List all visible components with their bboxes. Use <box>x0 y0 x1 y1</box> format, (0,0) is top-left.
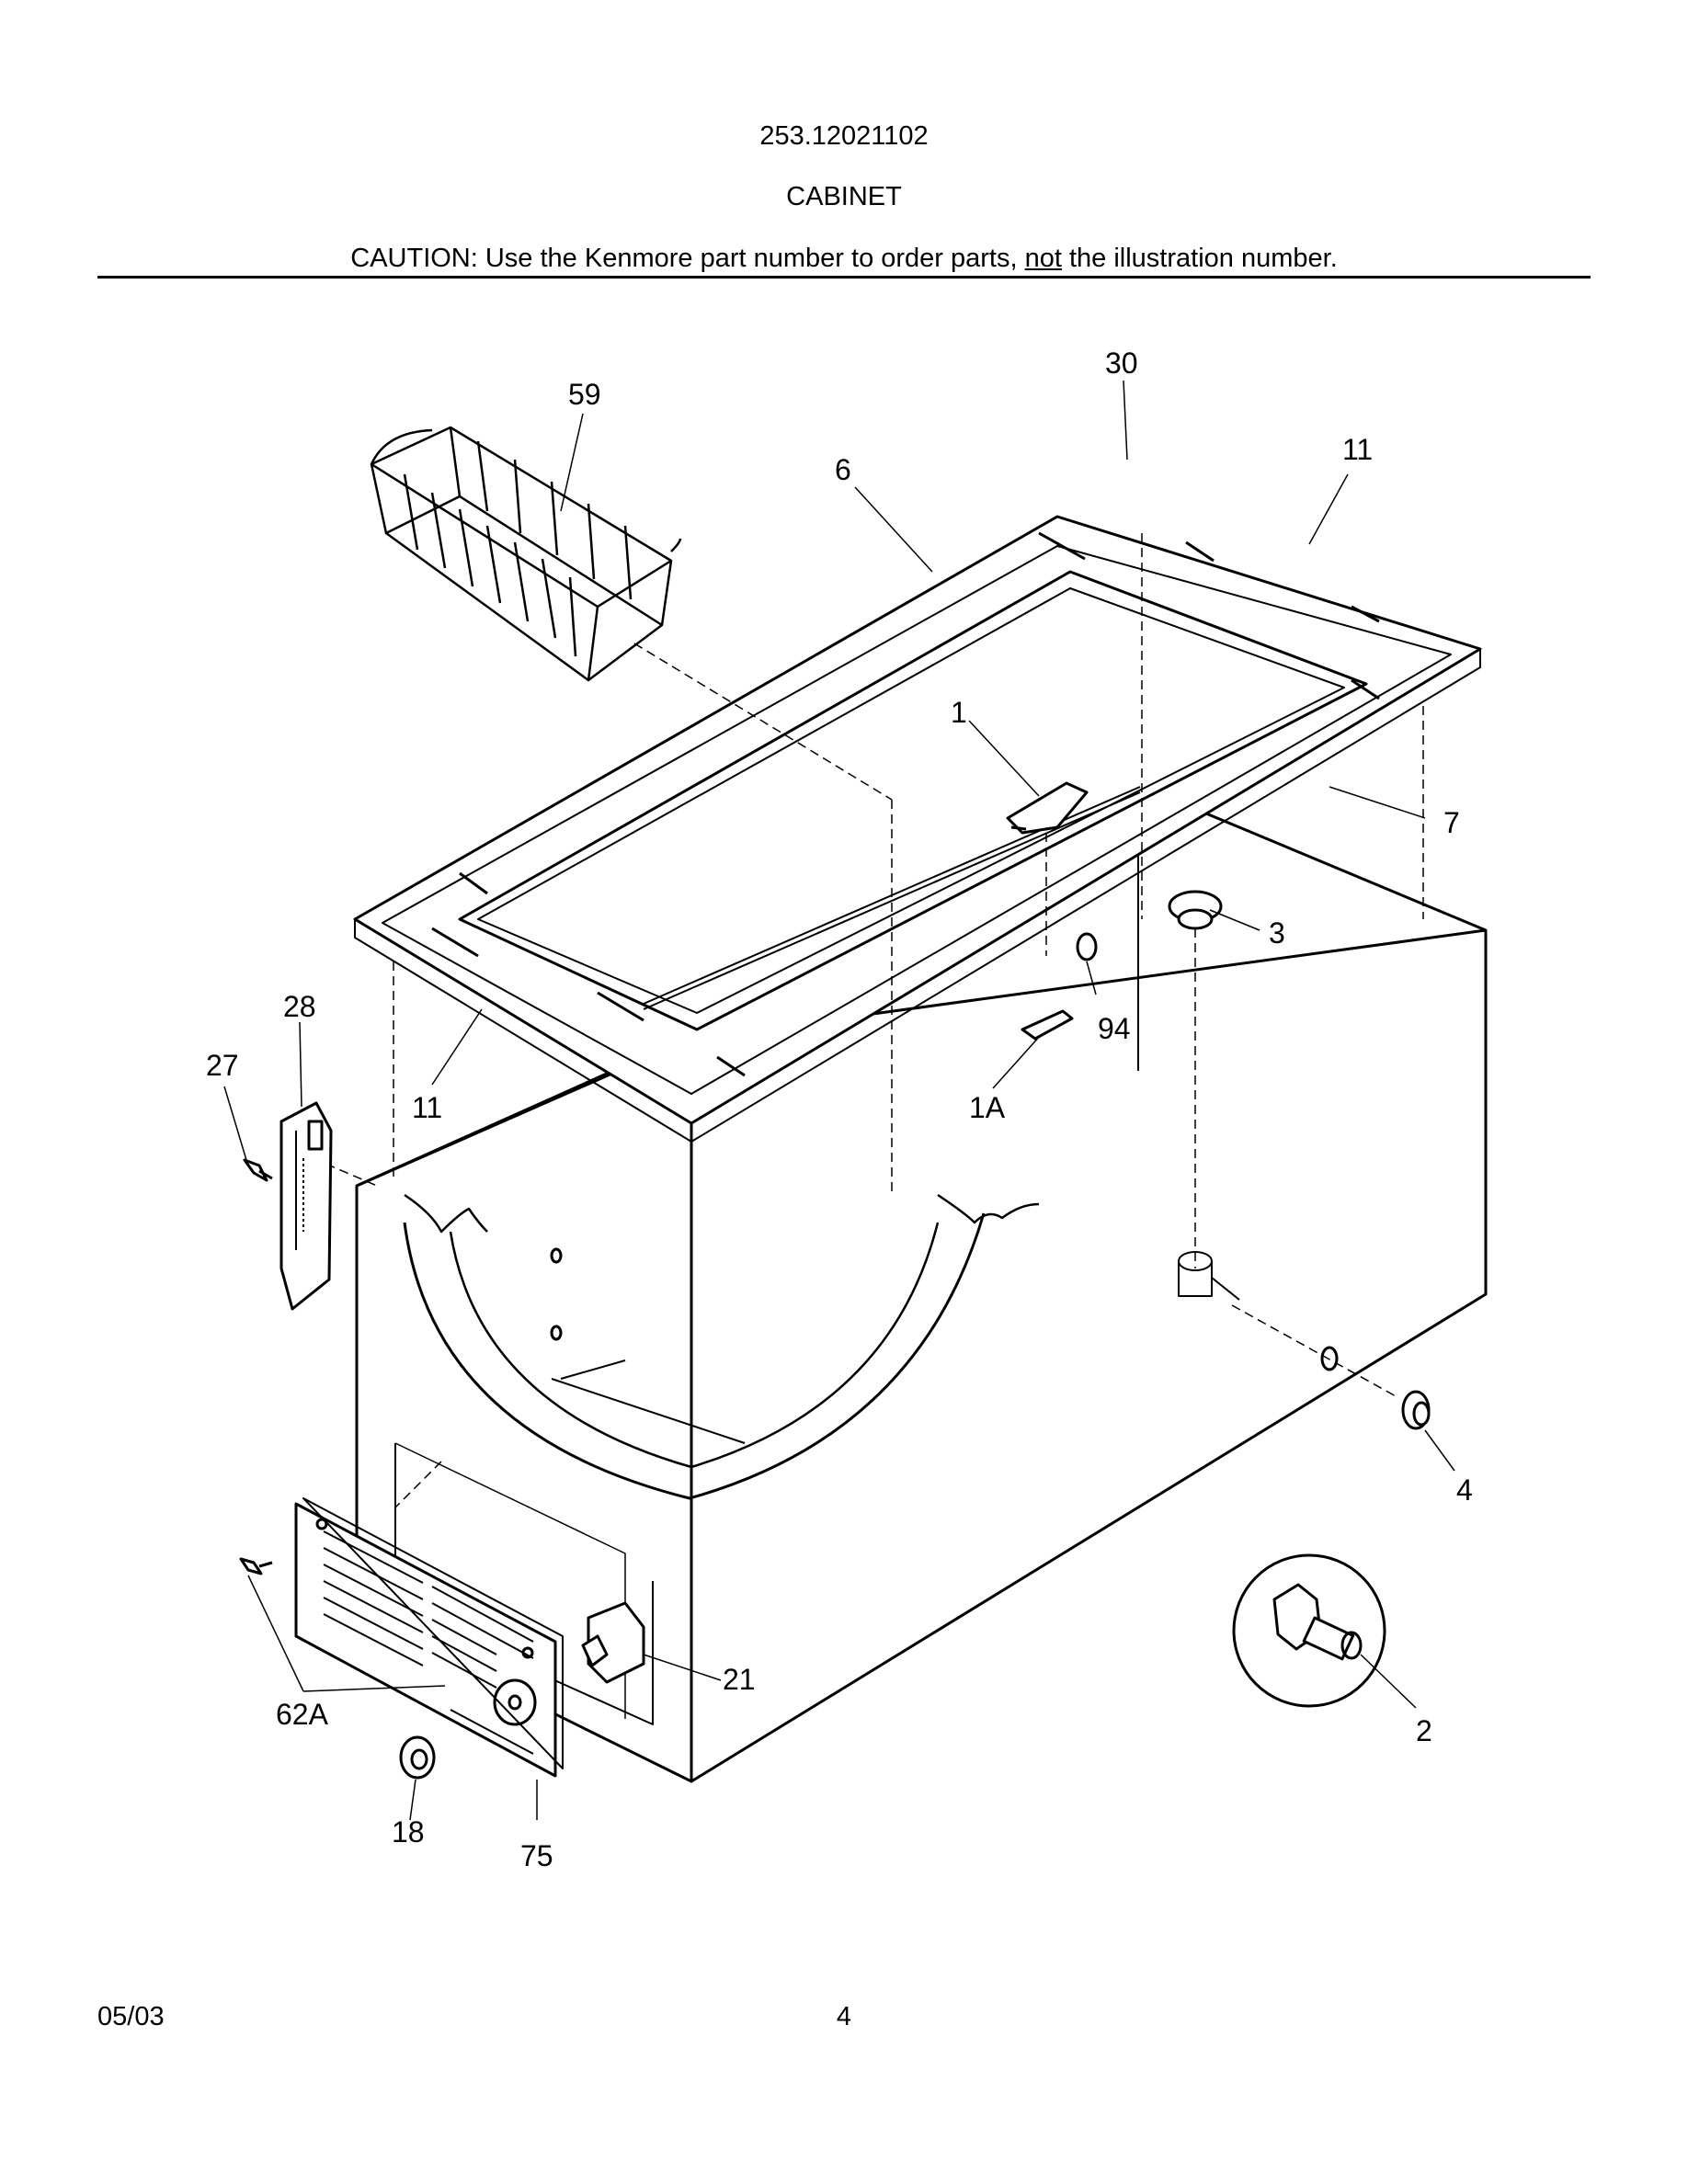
callout-6: 6 <box>835 453 851 486</box>
callout-18: 18 <box>392 1815 425 1848</box>
callout-62A: 62A <box>276 1698 329 1731</box>
part-21-thermostat <box>581 1601 645 1684</box>
part-94-plug <box>1076 932 1098 961</box>
callout-75: 75 <box>520 1839 553 1872</box>
callout-28: 28 <box>283 990 316 1023</box>
callout-labels: 59 30 6 11 1 7 3 28 94 27 11 1A 4 21 2 6… <box>206 347 1473 1872</box>
lid-gasket-frame <box>353 515 1482 1143</box>
part-18-knob <box>399 1735 436 1780</box>
section-title: CABINET <box>786 182 902 211</box>
caution-prefix: CAUTION: Use the Kenmore part number to … <box>350 244 1025 273</box>
drain-tube <box>1178 1251 1240 1301</box>
caution-underlined: not <box>1024 244 1062 273</box>
part-2-fitting <box>1232 1553 1386 1708</box>
callout-1A: 1A <box>969 1091 1006 1124</box>
part-1A-clip <box>1021 1009 1074 1041</box>
callout-21: 21 <box>723 1663 756 1696</box>
callout-7: 7 <box>1443 806 1460 839</box>
basket <box>370 426 682 682</box>
callout-94: 94 <box>1098 1012 1131 1045</box>
footer-date: 05/03 <box>97 2002 165 2031</box>
callout-59: 59 <box>568 378 601 411</box>
model-number: 253.12021102 <box>759 121 929 151</box>
footer-page-number: 4 <box>836 2002 852 2031</box>
part-28-hinge <box>279 1101 333 1311</box>
part-3-drain-plug <box>1168 890 1223 930</box>
caution-notice: CAUTION: Use the Kenmore part number to … <box>0 244 1688 274</box>
callout-2: 2 <box>1416 1714 1432 1747</box>
caution-suffix: the illustration number. <box>1061 244 1338 273</box>
callout-4: 4 <box>1456 1473 1473 1507</box>
header-rule <box>97 276 1591 279</box>
callout-3: 3 <box>1269 916 1285 950</box>
callout-11-top: 11 <box>1342 433 1373 466</box>
leader-lines <box>223 380 1455 1821</box>
callout-27: 27 <box>206 1049 239 1082</box>
callout-1: 1 <box>951 696 967 729</box>
callout-30: 30 <box>1105 347 1138 380</box>
callout-11-left: 11 <box>412 1091 442 1124</box>
part-4-drain-cap <box>1401 1390 1431 1430</box>
part-27-screw <box>243 1158 273 1182</box>
alignment-guides <box>312 533 1424 1508</box>
part-75-grille <box>294 1497 564 1778</box>
part-1-handle <box>1006 781 1089 835</box>
